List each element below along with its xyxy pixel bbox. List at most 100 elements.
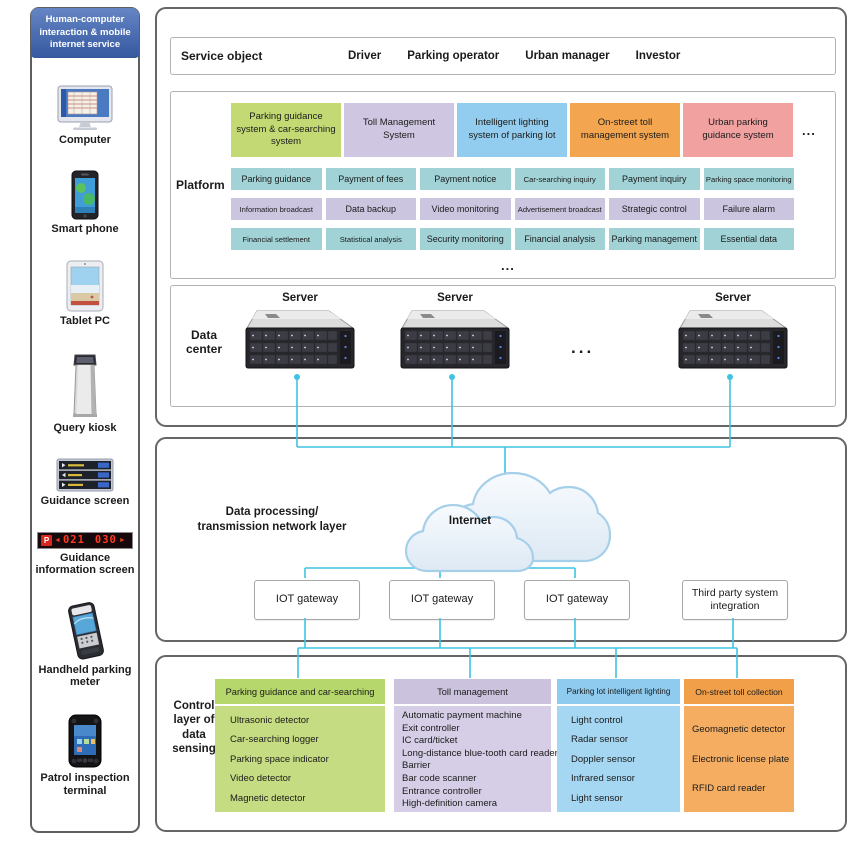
function-box: Security monitoring (420, 228, 511, 250)
device-item: Geomagnetic detector (692, 724, 786, 736)
device-item: Light sensor (571, 792, 623, 804)
device-item: Radar sensor (571, 734, 629, 745)
device-item: Bar code scanner (402, 772, 477, 784)
device-item: Parking space indicator (230, 753, 329, 765)
function-box: Statistical analysis (325, 228, 416, 250)
function-box: Financial analysis (514, 228, 605, 250)
terminal-devices-sidebar: Human-computer interaction & mobile inte… (30, 7, 140, 833)
system-on-street-toll: On-street toll management system (570, 103, 680, 157)
device-item: Magnetic detector (230, 792, 306, 804)
computer-icon (57, 85, 113, 130)
device-item: Long-distance blue-tooth card reader (402, 747, 558, 759)
device-item: Barrier (402, 760, 431, 772)
function-box: Car-searching inquiry (514, 168, 605, 190)
sidebar-item-guidance-information-screen: P ◄ 021 030 ► Guidance information scree… (34, 531, 136, 577)
sidebar-item-label: Computer (59, 133, 111, 146)
server-row: Server (239, 292, 794, 370)
network-layer-box: Data processing/ transmission network la… (155, 437, 847, 642)
function-box: Information broadcast (231, 198, 322, 220)
device-item: Electronic license plate (692, 753, 790, 765)
device-item: Video detector (230, 773, 292, 784)
led-digits-right: 030 (94, 534, 117, 547)
network-layer-label: Data processing/ transmission network la… (177, 505, 367, 535)
sidebar-item-label: Handheld parking meter (38, 663, 132, 689)
sidebar-device-list: Computer Smart phone (32, 57, 138, 825)
system-urban-parking-guidance: Urban parking guidance system (683, 103, 793, 157)
iot-gateway-box: IOT gateway (524, 580, 630, 620)
server-rack-icon (245, 310, 355, 369)
handheld-meter-icon (68, 601, 104, 660)
server-group: Server (394, 292, 516, 370)
system-parking-guidance: Parking guidance system & car-searching … (231, 103, 341, 157)
service-object-item: Investor (635, 50, 681, 62)
parking-p-logo: P (41, 534, 52, 546)
iot-gateway-box: IOT gateway (254, 580, 360, 620)
guidance-screen-icon (56, 458, 114, 492)
sidebar-item-label: Query kiosk (53, 421, 117, 434)
led-digits-left: 021 (62, 534, 85, 547)
function-box: Parking guidance (231, 168, 322, 190)
internet-label: Internet (448, 515, 492, 527)
device-item: IC card/ticket (402, 735, 458, 747)
sidebar-item-handheld-parking-meter: Handheld parking meter (34, 601, 136, 689)
platform-systems-row: Parking guidance system & car-searching … (231, 103, 816, 157)
sidebar-item-label: Smart phone (51, 223, 119, 236)
data-center-panel: Data center Server (170, 285, 836, 407)
sidebar-item-label: Patrol inspection terminal (40, 771, 130, 797)
function-box: Parking space monitoring (703, 168, 794, 190)
column-header: Parking guidance and car-searching (215, 679, 385, 704)
server-label: Server (715, 292, 751, 304)
column-header: On-street toll collection (684, 679, 794, 704)
service-object-item: Urban manager (525, 50, 610, 62)
function-box: Essential data (703, 228, 794, 250)
server-label: Server (282, 292, 318, 304)
device-item: RFID card reader (692, 782, 766, 794)
functions-ellipsis: ... (501, 258, 515, 273)
function-box: Financial settlement (231, 228, 322, 250)
column-toll-management: Toll management Automatic payment machin… (394, 679, 558, 812)
function-box: Video monitoring (420, 198, 511, 220)
device-item: Infrared sensor (571, 773, 635, 784)
sidebar-header: Human-computer interaction & mobile inte… (31, 8, 139, 58)
server-rack-icon (400, 310, 510, 369)
tablet-icon (66, 260, 104, 312)
device-item: Exit controller (402, 722, 460, 734)
data-center-title: Data center (185, 328, 223, 357)
device-item: Doppler sensor (571, 753, 636, 765)
column-header: Toll management (394, 679, 551, 704)
device-item: Car-searching logger (230, 734, 319, 745)
guidance-info-screen-icon: P ◄ 021 030 ► (37, 531, 133, 549)
sidebar-item-smart-phone: Smart phone (51, 170, 119, 236)
service-object-item: Parking operator (407, 50, 500, 62)
control-layer-box: Control layer of data sensing Parking gu… (155, 655, 847, 832)
device-item: Ultrasonic detector (230, 714, 310, 726)
column-intelligent-lighting: Parking lot intelligent lighting Light c… (557, 679, 680, 812)
network-layer-label-line1: Data processing/ (225, 506, 319, 518)
led-left-arrow-icon: ◄ (54, 536, 61, 544)
column-parking-guidance: Parking guidance and car-searching Ultra… (215, 679, 385, 812)
network-layer-label-line2: transmission network layer (197, 520, 347, 533)
platform-title: Platform (176, 178, 225, 192)
patrol-terminal-icon (68, 714, 102, 768)
function-box: Payment notice (420, 168, 511, 190)
function-box: Parking management (609, 228, 700, 250)
function-box: Advertisement broadcast (514, 198, 605, 220)
function-box: Payment inquiry (609, 168, 700, 190)
device-item: Light control (571, 714, 623, 726)
system-intelligent-lighting: Intelligent lighting system of parking l… (457, 103, 567, 157)
kiosk-icon (72, 354, 97, 417)
function-box: Data backup (325, 198, 416, 220)
internet-cloud-icon (404, 471, 612, 573)
sidebar-item-tablet-pc: Tablet PC (60, 260, 110, 328)
function-box: Failure alarm (703, 198, 794, 220)
smartphone-icon (71, 170, 99, 220)
